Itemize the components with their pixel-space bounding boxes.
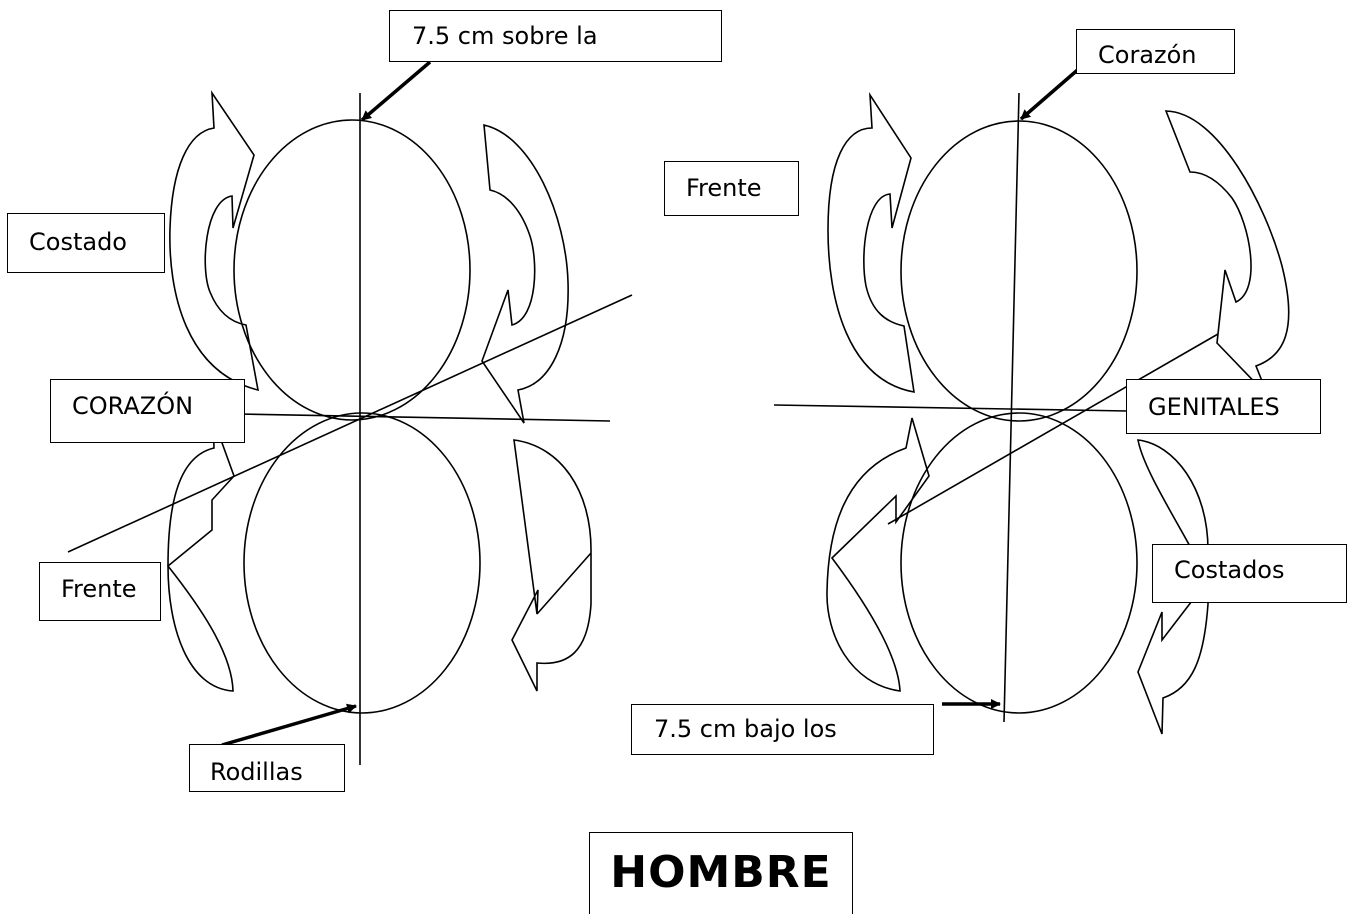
label-rodillas-text: Rodillas [210,758,303,786]
label-7-5cm-sobre: 7.5 cm sobre la [389,10,722,62]
left-lower-right-curve-arrow [511,439,592,692]
page-title: HOMBRE [610,847,832,898]
right-horizontal-line [773,404,1129,412]
label-genitales: GENITALES [1126,379,1321,434]
left-upper-right-curve-arrow [481,123,569,424]
left-diagonal-line [67,294,633,553]
label-corazon-top: Corazón [1076,29,1235,74]
label-costado: Costado [7,213,165,273]
left-horizontal-line [237,413,611,422]
right-lower-left-curve-arrow [826,417,930,692]
label-costados: Costados [1152,544,1347,603]
label-7-5cm-bajo: 7.5 cm bajo los [631,704,934,755]
label-rodillas: Rodillas [189,744,345,792]
rodillas-pointer-arrow [221,703,357,747]
label-7-5cm-sobre-text: 7.5 cm sobre la [412,22,598,50]
right-lower-ellipse [900,412,1138,714]
label-costados-text: Costados [1174,556,1285,584]
label-frente-left-text: Frente [61,575,137,603]
label-corazon-upper: CORAZÓN [50,379,245,443]
label-frente-left: Frente [39,562,161,621]
label-genitales-text: GENITALES [1148,393,1280,421]
left-upper-left-curve-arrow [169,90,260,392]
top-left-pointer-arrow [360,60,432,122]
left-upper-ellipse [233,119,471,421]
right-upper-ellipse [900,120,1138,422]
left-lower-left-curve-arrow [166,417,235,692]
label-costado-text: Costado [29,228,127,256]
right-upper-left-curve-arrow [827,92,915,393]
title-box: HOMBRE [589,832,853,914]
left-lower-ellipse [243,412,481,714]
label-frente-mid-text: Frente [686,174,762,202]
right-diagonal-line [887,333,1219,525]
right-vertical-axis [1003,92,1020,723]
label-corazon-upper-text: CORAZÓN [72,392,194,420]
right-lower-right-curve-arrow [1137,439,1209,735]
label-corazon-top-text: Corazón [1098,41,1197,69]
label-frente-mid: Frente [664,161,799,216]
right-upper-right-curve-arrow [1164,110,1290,397]
label-7-5cm-bajo-text: 7.5 cm bajo los [654,715,837,743]
